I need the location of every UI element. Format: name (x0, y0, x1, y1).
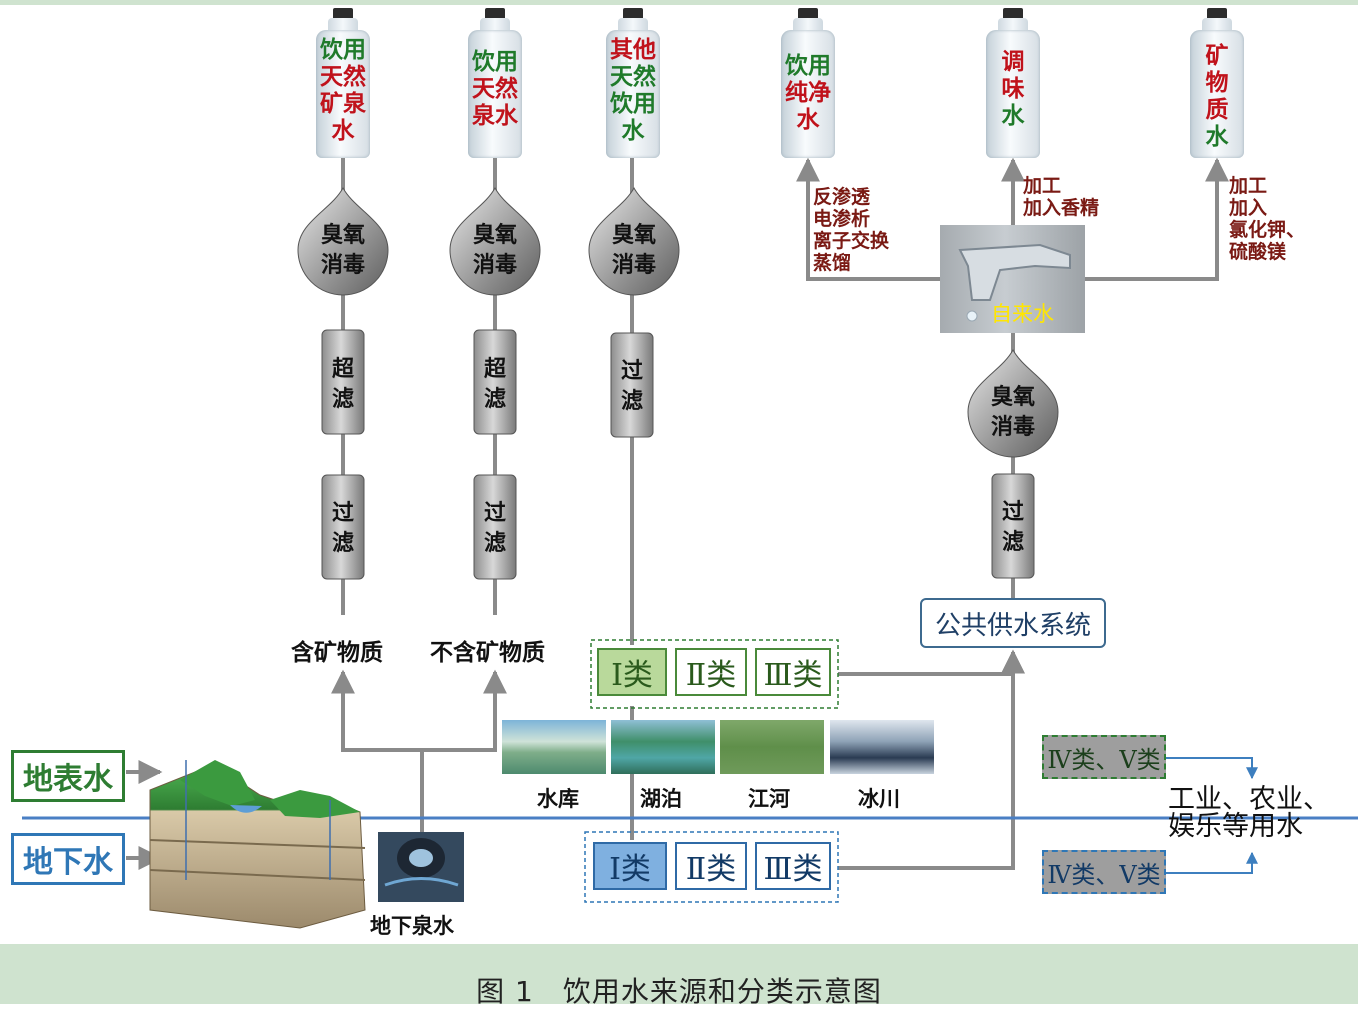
flavoring-process-list: 加工加入香精 (1023, 175, 1100, 219)
ground-class-3: Ⅲ类 (755, 842, 831, 890)
mineral-content-label: 含矿物质 (291, 639, 383, 666)
public-water-supply-box: 公共供水系统 (920, 598, 1106, 648)
underground-spring-label: 地下泉水 (370, 913, 454, 938)
surface-low-grade-class: Ⅳ类、Ⅴ类 (1042, 735, 1166, 779)
reservoir-photo (502, 720, 606, 774)
bottle-label: 饮用天然矿泉水 (320, 36, 366, 144)
bottle-purified-water: 饮用纯净水 (779, 2, 837, 158)
top-band (0, 0, 1358, 5)
bottle-natural-spring-water: 饮用天然泉水 (466, 2, 524, 158)
ozone-disinfection-label: 臭氧消毒 (611, 222, 656, 278)
ground-class-2: Ⅱ类 (675, 842, 747, 890)
spring-photo (378, 832, 464, 902)
source-lake-label: 湖泊 (640, 786, 682, 811)
non-mineral-content-label: 不含矿物质 (430, 639, 545, 666)
figure-caption: 图 1 饮用水来源和分类示意图 (476, 975, 882, 1008)
glacier-photo (830, 720, 934, 774)
filtration-label: 过滤 (331, 500, 354, 556)
source-reservoir-label: 水库 (537, 786, 579, 811)
ozone-disinfection-label: 臭氧消毒 (320, 222, 365, 278)
bottle-other-natural-water: 其他天然饮用水 (604, 2, 662, 158)
surface-class-1: Ⅰ类 (597, 648, 667, 696)
bottle-cap (333, 8, 353, 20)
usage-label: 工业、农业、娱乐等用水 (1168, 784, 1330, 842)
bottle-mineralized-water: 矿物质水 (1188, 2, 1246, 158)
tap-photo (940, 225, 1085, 333)
filter-units (321, 329, 1035, 580)
ground-water-label: 地下水 (11, 833, 125, 885)
ozone-disinfection-label: 臭氧消毒 (990, 384, 1035, 440)
filtration-label: 过滤 (620, 358, 643, 414)
source-river-label: 江河 (748, 786, 790, 811)
landscape-illustration (149, 760, 366, 929)
caption-band (0, 944, 1358, 1004)
bottle-label: 饮用纯净水 (785, 52, 831, 133)
surface-class-2: Ⅱ类 (675, 648, 747, 696)
ozone-drops (297, 186, 1059, 458)
ultrafiltration-label: 超滤 (331, 356, 354, 412)
river-photo (720, 720, 824, 774)
bottle-label: 饮用天然泉水 (472, 48, 518, 129)
bottle-label: 矿物质水 (1205, 42, 1229, 150)
bottle-natural-mineral-water: 饮用天然矿泉水 (314, 2, 372, 158)
ozone-disinfection-label: 臭氧消毒 (472, 222, 517, 278)
ultrafiltration-label: 超滤 (483, 356, 506, 412)
surface-water-label: 地表水 (11, 750, 125, 802)
lake-photo (611, 720, 715, 774)
source-glacier-label: 冰川 (858, 786, 900, 811)
filtration-label: 过滤 (1001, 499, 1024, 555)
flow-diagram (22, 150, 1358, 929)
bottle-label: 其他天然饮用水 (610, 36, 656, 144)
bottle-flavored-water: 调味水 (984, 2, 1042, 158)
ground-class-1: Ⅰ类 (593, 842, 667, 890)
surface-class-3: Ⅲ类 (755, 648, 831, 696)
purification-process-list: 反渗透电渗析离子交换蒸馏 (813, 186, 890, 274)
ground-low-grade-class: Ⅳ类、Ⅴ类 (1042, 850, 1166, 894)
mineralization-process-list: 加工加入氯化钾、硫酸镁 (1229, 175, 1306, 263)
filtration-label: 过滤 (483, 500, 506, 556)
tap-water-label: 自来水 (991, 302, 1054, 326)
bottle-label: 调味水 (1001, 48, 1025, 129)
public-water-supply-label: 公共供水系统 (934, 610, 1091, 641)
